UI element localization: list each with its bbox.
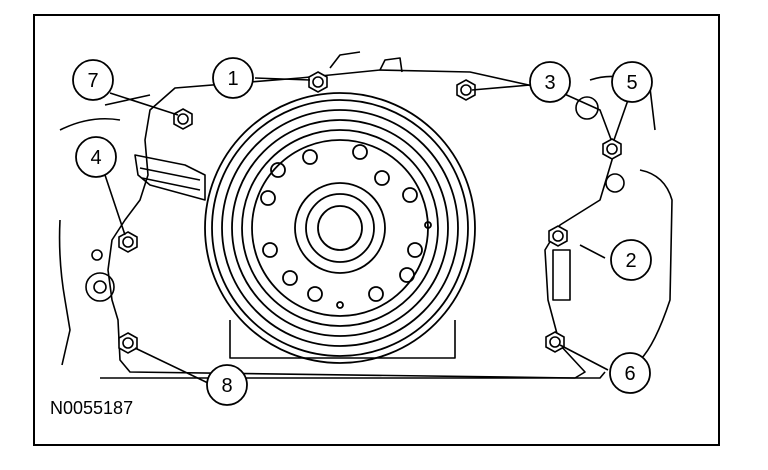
bolt-7 [173, 108, 193, 130]
right-boss-2 [605, 173, 625, 193]
callout-label-2: 2 [625, 250, 636, 272]
callout-circle-3 [529, 61, 571, 103]
callout-circle-4 [75, 136, 117, 178]
bolt-8 [118, 332, 138, 354]
engine-block-left [58, 94, 151, 366]
figure-id-label: N0055187 [50, 398, 134, 418]
engine-block-top [329, 51, 403, 73]
leader-lines [104, 77, 629, 384]
left-boss-small [91, 249, 103, 261]
bolt-6 [545, 331, 565, 353]
crankshaft-flange [204, 92, 476, 364]
engine-block-right [589, 75, 673, 361]
rear-cover-outline [107, 69, 616, 379]
callout-circle-1 [212, 57, 254, 99]
callout-label-8: 8 [221, 375, 232, 397]
callout-label-5: 5 [626, 72, 637, 94]
left-boss [85, 272, 115, 302]
figure-frame [33, 14, 720, 446]
bolt-4 [118, 231, 138, 253]
bolt-5 [602, 138, 622, 160]
right-boss [575, 96, 599, 120]
callout-label-6: 6 [624, 363, 635, 385]
callout-label-1: 1 [227, 68, 238, 90]
bolt-3 [456, 79, 476, 101]
bolt-1 [308, 71, 328, 93]
left-bracket [134, 154, 206, 201]
callout-circle-7 [72, 59, 114, 101]
callout-circle-5 [611, 61, 653, 103]
pan-rail [100, 320, 606, 379]
left-boss-hole [93, 280, 107, 294]
callout-label-4: 4 [90, 147, 101, 169]
callout-label-3: 3 [544, 72, 555, 94]
callout-label-7: 7 [87, 70, 98, 92]
right-slot [552, 249, 571, 301]
callout-circle-6 [609, 352, 651, 394]
callout-circle-8 [206, 364, 248, 406]
bolt-2 [548, 225, 568, 247]
callout-circle-2 [610, 239, 652, 281]
